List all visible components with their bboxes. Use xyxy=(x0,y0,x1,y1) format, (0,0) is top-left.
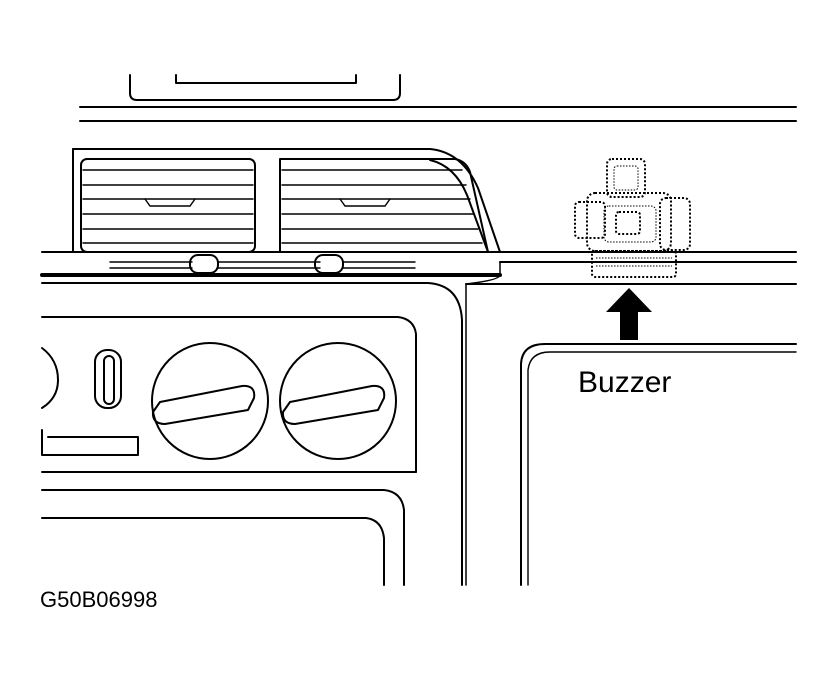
buzzer-label: Buzzer xyxy=(578,366,671,399)
upper-trim xyxy=(129,74,401,101)
buzzer-pointer-arrow xyxy=(606,288,652,340)
vent-housing xyxy=(72,148,501,253)
passenger-panel xyxy=(520,343,797,586)
vent-ledge xyxy=(40,251,797,285)
buzzer-component xyxy=(574,158,691,278)
right-air-vent xyxy=(279,158,489,253)
hvac-controls xyxy=(41,342,397,460)
dash-top-edge xyxy=(79,106,797,122)
center-console xyxy=(41,261,501,586)
figure-code: G50B06998 xyxy=(40,587,157,612)
left-air-vent xyxy=(80,158,256,253)
